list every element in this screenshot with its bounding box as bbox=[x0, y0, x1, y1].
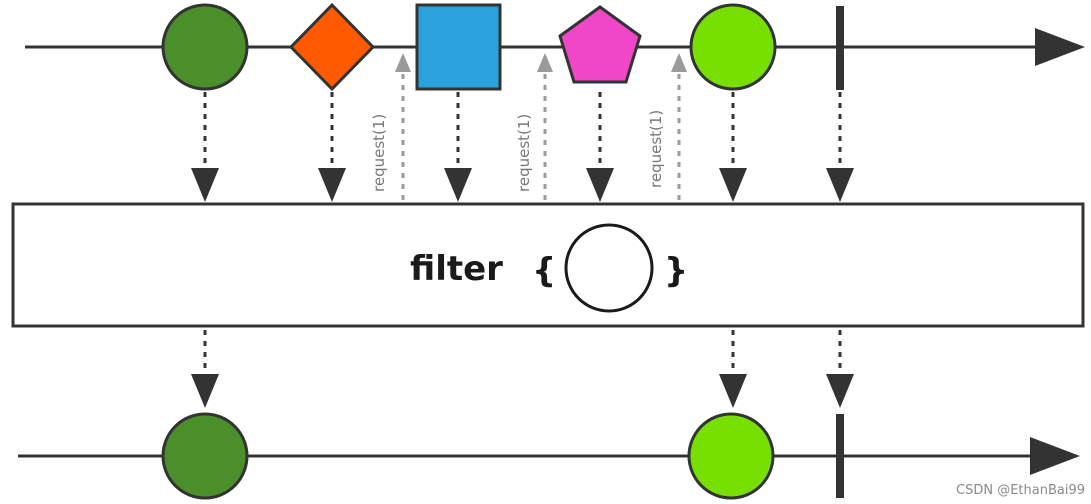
output-marbles bbox=[161, 412, 844, 500]
operator-close-brace: } bbox=[664, 251, 688, 291]
output-marble-2 bbox=[687, 412, 775, 500]
output-arrowheads bbox=[191, 374, 854, 408]
request-label: request(1) bbox=[370, 114, 388, 192]
request-arrows: request(1) request(1) request(1) bbox=[370, 53, 687, 200]
input-marble-5 bbox=[689, 3, 777, 91]
input-marble-4 bbox=[558, 5, 642, 84]
predicate-circle bbox=[564, 223, 654, 313]
input-marbles bbox=[161, 2, 844, 92]
operator-name: filter bbox=[410, 249, 503, 289]
output-marble-1 bbox=[161, 412, 249, 500]
operator-box: filter { } bbox=[11, 202, 1085, 328]
request-label: request(1) bbox=[515, 114, 533, 192]
input-marble-2 bbox=[288, 2, 376, 92]
input-complete-marker bbox=[836, 6, 844, 90]
input-arrowheads bbox=[191, 168, 854, 202]
output-complete-marker bbox=[836, 414, 844, 498]
timeline-arrowhead-icon bbox=[1035, 28, 1085, 66]
input-emission-arrows bbox=[203, 92, 842, 170]
input-marble-1 bbox=[161, 3, 249, 91]
input-marble-3 bbox=[415, 3, 502, 91]
timeline-arrowhead-icon bbox=[1030, 437, 1080, 475]
request-label: request(1) bbox=[647, 110, 665, 188]
output-emission-arrows bbox=[203, 330, 842, 375]
watermark: CSDN @EthanBai99 bbox=[956, 483, 1085, 498]
operator-open-brace: { bbox=[532, 251, 556, 291]
